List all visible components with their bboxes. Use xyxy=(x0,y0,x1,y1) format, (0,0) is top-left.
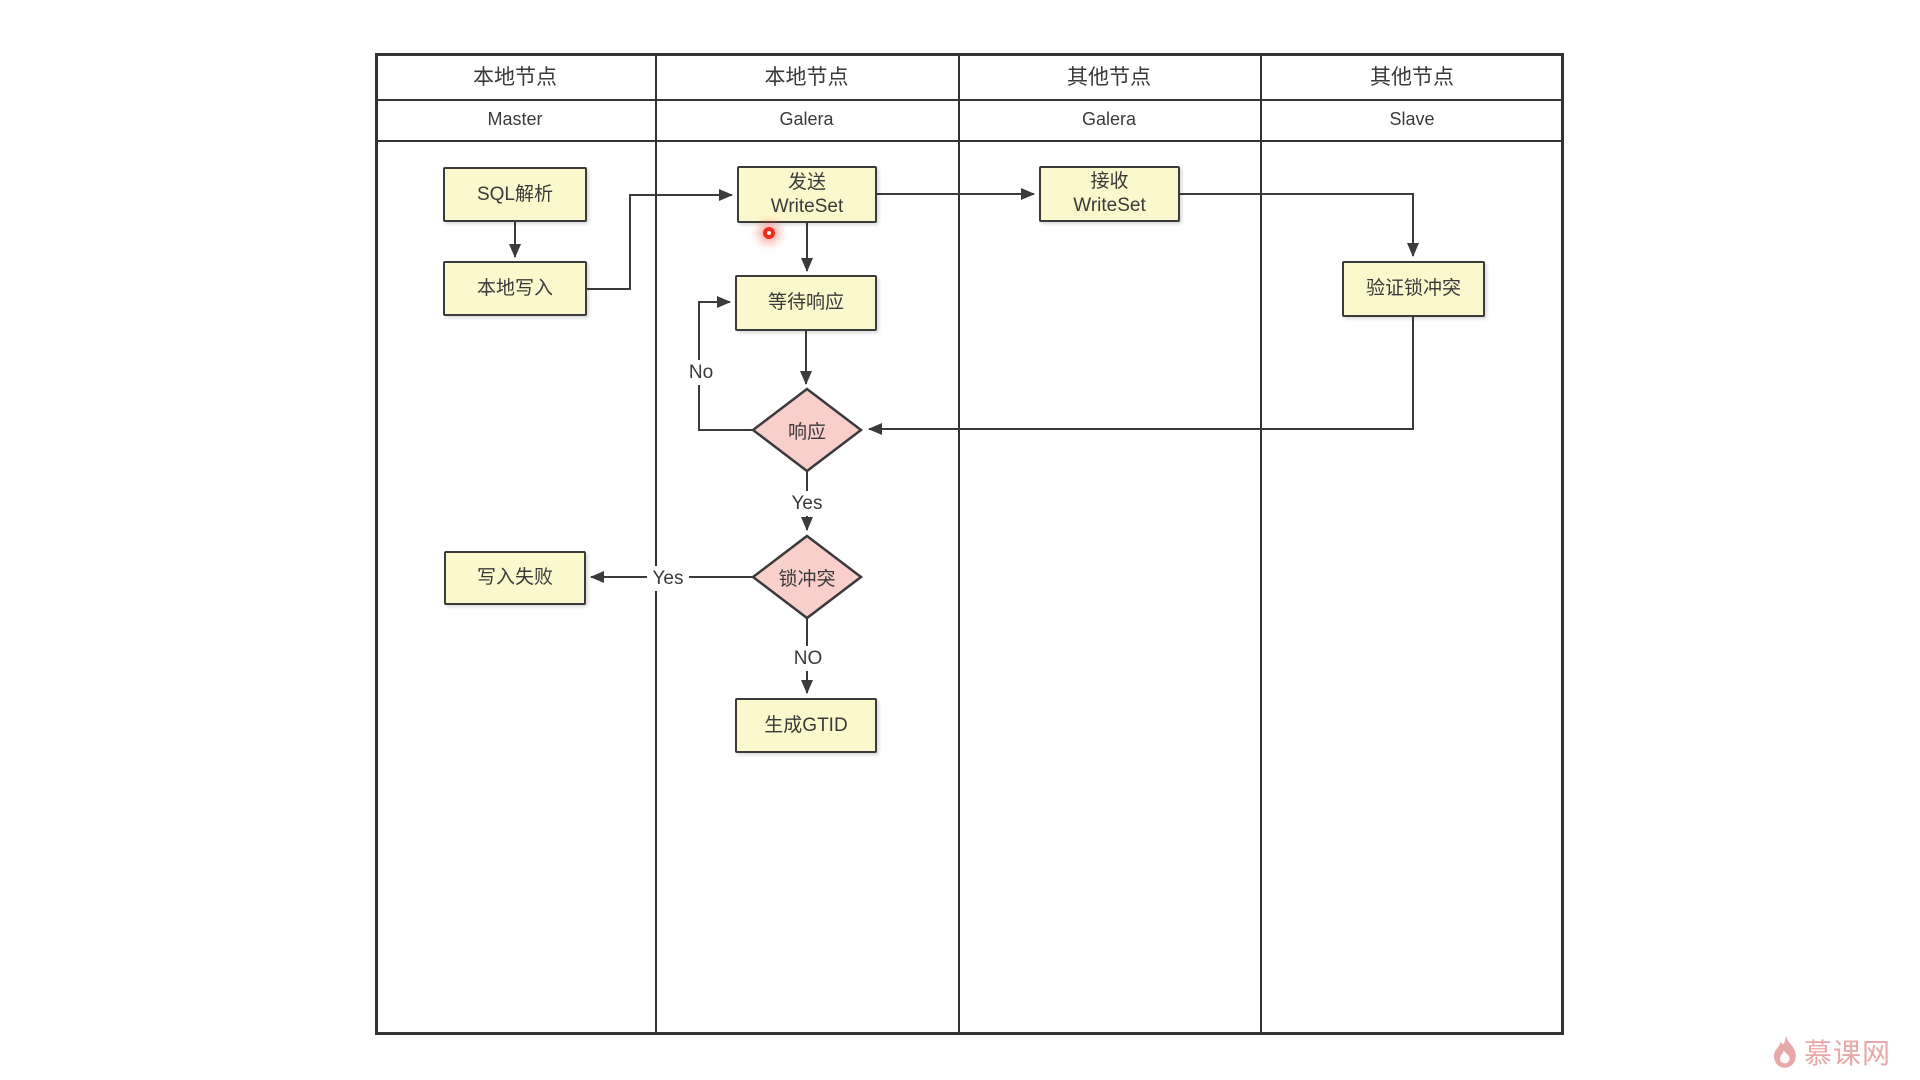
node-receive-writeset-line1: 接收 xyxy=(1090,171,1129,193)
edge-label-yes-conflict: Yes xyxy=(647,566,689,591)
node-receive-writeset-line2: WriteSet xyxy=(1073,195,1146,216)
decision-response-label: 响应 xyxy=(787,421,826,443)
node-generate-gtid-label: 生成GTID xyxy=(764,714,848,736)
lane-divider-2 xyxy=(958,53,960,1035)
edge-verifylock-to-response xyxy=(868,317,1414,435)
node-local-write: 本地写入 xyxy=(443,261,587,316)
node-local-write-label: 本地写入 xyxy=(476,277,553,299)
decision-lock-conflict-shape xyxy=(750,534,864,620)
node-sql-parse-label: SQL解析 xyxy=(476,183,554,205)
header-row-divider xyxy=(375,99,1564,101)
edge-localwrite-to-sendwriteset xyxy=(587,189,733,290)
lane-divider-1 xyxy=(655,53,657,1035)
lane-header-local-node-1: 本地节点 xyxy=(473,66,557,89)
watermark-text: 慕课网 xyxy=(1804,1038,1892,1069)
node-receive-writeset: 接收 WriteSet xyxy=(1039,166,1180,222)
decision-response-shape xyxy=(750,387,864,473)
node-write-fail: 写入失败 xyxy=(444,551,586,605)
node-generate-gtid: 生成GTID xyxy=(735,698,877,753)
lane-subheader-slave: Slave xyxy=(1389,109,1435,129)
edge-label-no-conflict: NO xyxy=(787,646,829,671)
node-verify-lock-conflict: 验证锁冲突 xyxy=(1342,261,1485,317)
lane-header-other-node-1: 其他节点 xyxy=(1067,66,1151,89)
decision-lock-conflict-label: 锁冲突 xyxy=(778,568,836,590)
decision-lock-conflict: 锁冲突 xyxy=(750,534,864,620)
node-verify-lock-conflict-label: 验证锁冲突 xyxy=(1365,278,1461,300)
edge-receivewriteset-to-verifylock xyxy=(1180,193,1419,257)
node-write-fail-label: 写入失败 xyxy=(476,567,553,589)
edge-label-yes-response: Yes xyxy=(786,491,828,516)
lane-subheader-galera-other: Galera xyxy=(1081,109,1137,129)
click-indicator-dot xyxy=(763,227,775,239)
edge-label-no: No xyxy=(682,360,720,385)
decision-response: 响应 xyxy=(750,387,864,473)
lane-subheader-galera-local: Galera xyxy=(779,109,834,129)
lane-subheader-master: Master xyxy=(487,109,543,129)
node-send-writeset-line1: 发送 xyxy=(787,171,826,193)
node-wait-response-label: 等待响应 xyxy=(767,292,844,314)
swimlane-frame xyxy=(375,53,1564,1035)
lane-header-other-node-2: 其他节点 xyxy=(1370,66,1454,89)
node-send-writeset-line2: WriteSet xyxy=(770,195,844,217)
header-bottom-divider xyxy=(375,140,1564,142)
flame-icon xyxy=(1773,1035,1796,1068)
node-send-writeset: 发送 WriteSet xyxy=(737,166,877,223)
lane-header-local-node-2: 本地节点 xyxy=(764,66,849,89)
node-wait-response: 等待响应 xyxy=(735,275,877,331)
watermark-logo: 慕课网 xyxy=(1772,1032,1891,1072)
node-sql-parse: SQL解析 xyxy=(443,167,587,222)
lane-divider-3 xyxy=(1260,53,1262,1035)
